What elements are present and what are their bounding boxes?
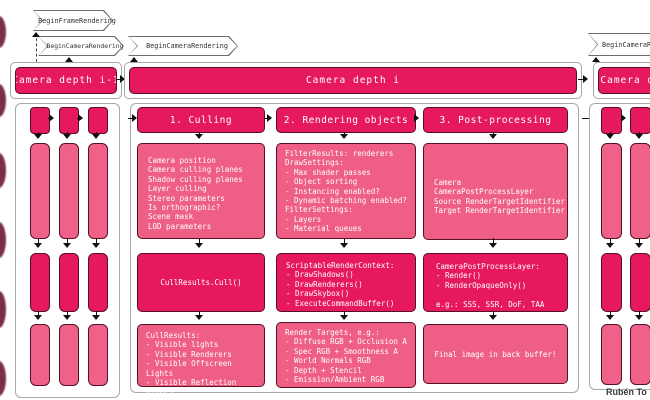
mini-arrow bbox=[635, 132, 644, 139]
page-edge-blob bbox=[0, 361, 6, 396]
mini-arrow bbox=[34, 132, 43, 139]
post-process-layer-text: CameraPostProcessLayer: - Render() - Ren… bbox=[436, 262, 545, 309]
final-image-text: Final image in back buffer! bbox=[434, 349, 557, 359]
culling-inputs-text: Camera position Camera culling planes Sh… bbox=[148, 156, 243, 231]
draw-settings-text: FilterResults: renderers DrawSettings: -… bbox=[285, 149, 407, 234]
mini-arrow bbox=[63, 132, 72, 139]
render-targets-text: Render Targets, e.g.: - Diffuse RGB + Oc… bbox=[285, 328, 407, 385]
mini-box bbox=[30, 324, 50, 386]
banner-sequence-arrow bbox=[578, 75, 588, 83]
page-edge-blob bbox=[0, 84, 6, 117]
mini-arrow bbox=[606, 311, 615, 320]
post-process-inputs-text: Camera CameraPostProcessLayer Source Ren… bbox=[434, 178, 565, 216]
pennant-label: BeginCameraRendering bbox=[146, 42, 228, 50]
draw-settings-box: FilterResults: renderers DrawSettings: -… bbox=[276, 143, 416, 239]
flow-arrow bbox=[195, 132, 204, 139]
pennant-label: BeginCameraRendering bbox=[46, 42, 124, 50]
begin-camera-rendering-pennant-2: BeginCameraRendering bbox=[128, 36, 238, 56]
mini-arrow bbox=[77, 114, 83, 122]
banner-sequence-arrow bbox=[116, 75, 125, 83]
mini-header-box bbox=[30, 107, 50, 134]
mini-box bbox=[88, 253, 108, 312]
flow-arrow bbox=[489, 238, 498, 248]
page-edge-blob bbox=[0, 222, 6, 258]
camera-depth-current-banner: Camera depth i bbox=[129, 67, 577, 94]
post-processing-header: 3. Post-processing bbox=[423, 107, 568, 133]
pennant-label: BeginCameraR bbox=[602, 40, 650, 49]
mini-box bbox=[59, 253, 79, 312]
flow-arrow bbox=[340, 132, 349, 139]
post-process-inputs-box: Camera CameraPostProcessLayer Source Ren… bbox=[423, 143, 568, 240]
begin-camera-rendering-pennant-3: BeginCameraR bbox=[588, 33, 650, 56]
mini-arrow bbox=[635, 238, 644, 248]
mini-arrow bbox=[621, 114, 626, 122]
mini-header-box bbox=[59, 107, 79, 134]
pennant-label: BeginFrameRendering bbox=[38, 16, 116, 25]
mini-arrow bbox=[92, 311, 101, 320]
mini-box bbox=[601, 143, 622, 239]
mini-arrow bbox=[635, 311, 644, 320]
mini-box bbox=[30, 143, 50, 239]
page-edge-blob bbox=[0, 291, 6, 328]
cull-results-call-box: CullResults.Cull() bbox=[137, 253, 265, 312]
dashed-connector-arrowhead bbox=[32, 28, 40, 37]
mini-box bbox=[630, 324, 650, 385]
page-edge-blob bbox=[0, 16, 6, 48]
mini-box bbox=[88, 143, 108, 239]
scriptable-render-context-text: ScriptableRenderContext: - DrawShadows()… bbox=[286, 261, 395, 308]
page-edge-blob bbox=[0, 153, 6, 188]
camera-depth-next-banner: Camera dep bbox=[598, 67, 650, 94]
camera-depth-prev-banner: Camera depth i-1 bbox=[15, 67, 117, 94]
mini-box bbox=[630, 253, 650, 312]
stage-sequence-arrow bbox=[414, 114, 419, 122]
cull-results-text: CullResults: - Visible lights - Visible … bbox=[146, 331, 237, 397]
mini-arrow bbox=[63, 311, 72, 320]
flow-arrow bbox=[489, 311, 498, 320]
begin-camera-rendering-pennant-1: BeginCameraRendering bbox=[38, 36, 124, 56]
mini-arrow bbox=[34, 311, 43, 320]
flow-arrow bbox=[195, 311, 204, 320]
mini-box bbox=[630, 143, 650, 239]
stage-sequence-arrow bbox=[264, 114, 272, 122]
mini-header-box bbox=[88, 107, 108, 134]
pennant-shape bbox=[129, 37, 237, 55]
mini-arrow bbox=[63, 238, 72, 248]
cull-results-call-text: CullResults.Cull() bbox=[160, 278, 242, 287]
post-process-layer-box: CameraPostProcessLayer: - Render() - Ren… bbox=[423, 253, 568, 312]
mini-box bbox=[601, 253, 622, 312]
mini-arrow bbox=[92, 238, 101, 248]
culling-inputs-box: Camera position Camera culling planes Sh… bbox=[137, 143, 265, 239]
flow-arrow bbox=[195, 238, 204, 248]
flow-arrow bbox=[489, 132, 498, 139]
mini-arrow bbox=[606, 132, 615, 139]
final-image-box: Final image in back buffer! bbox=[423, 324, 568, 384]
mini-box bbox=[59, 324, 79, 386]
culling-header: 1. Culling bbox=[137, 107, 265, 133]
mini-box bbox=[88, 324, 108, 386]
pennant-shape bbox=[589, 34, 650, 55]
rendering-objects-header: 2. Rendering objects bbox=[276, 107, 416, 133]
mini-box bbox=[59, 143, 79, 239]
stage-sequence-arrow bbox=[128, 114, 137, 122]
mini-box bbox=[30, 253, 50, 312]
flow-arrow bbox=[340, 311, 349, 320]
scriptable-render-context-box: ScriptableRenderContext: - DrawShadows()… bbox=[276, 253, 416, 312]
mini-arrow bbox=[92, 132, 101, 139]
render-targets-box: Render Targets, e.g.: - Diffuse RGB + Oc… bbox=[276, 322, 416, 388]
dashed-connector bbox=[36, 33, 37, 67]
pennant-shape bbox=[39, 37, 123, 55]
mini-arrow bbox=[48, 114, 54, 122]
begin-frame-rendering-pennant: BeginFrameRendering bbox=[33, 10, 116, 31]
flow-arrow bbox=[340, 238, 349, 248]
mini-arrow bbox=[606, 238, 615, 248]
mini-box bbox=[601, 324, 622, 385]
mini-header-box bbox=[630, 107, 650, 134]
pennant-shape bbox=[34, 11, 112, 30]
author-credit: Rubén To bbox=[606, 387, 647, 397]
cull-results-box: CullResults: - Visible lights - Visible … bbox=[137, 324, 265, 397]
mini-header-box bbox=[601, 107, 622, 134]
mini-arrow bbox=[34, 238, 43, 248]
